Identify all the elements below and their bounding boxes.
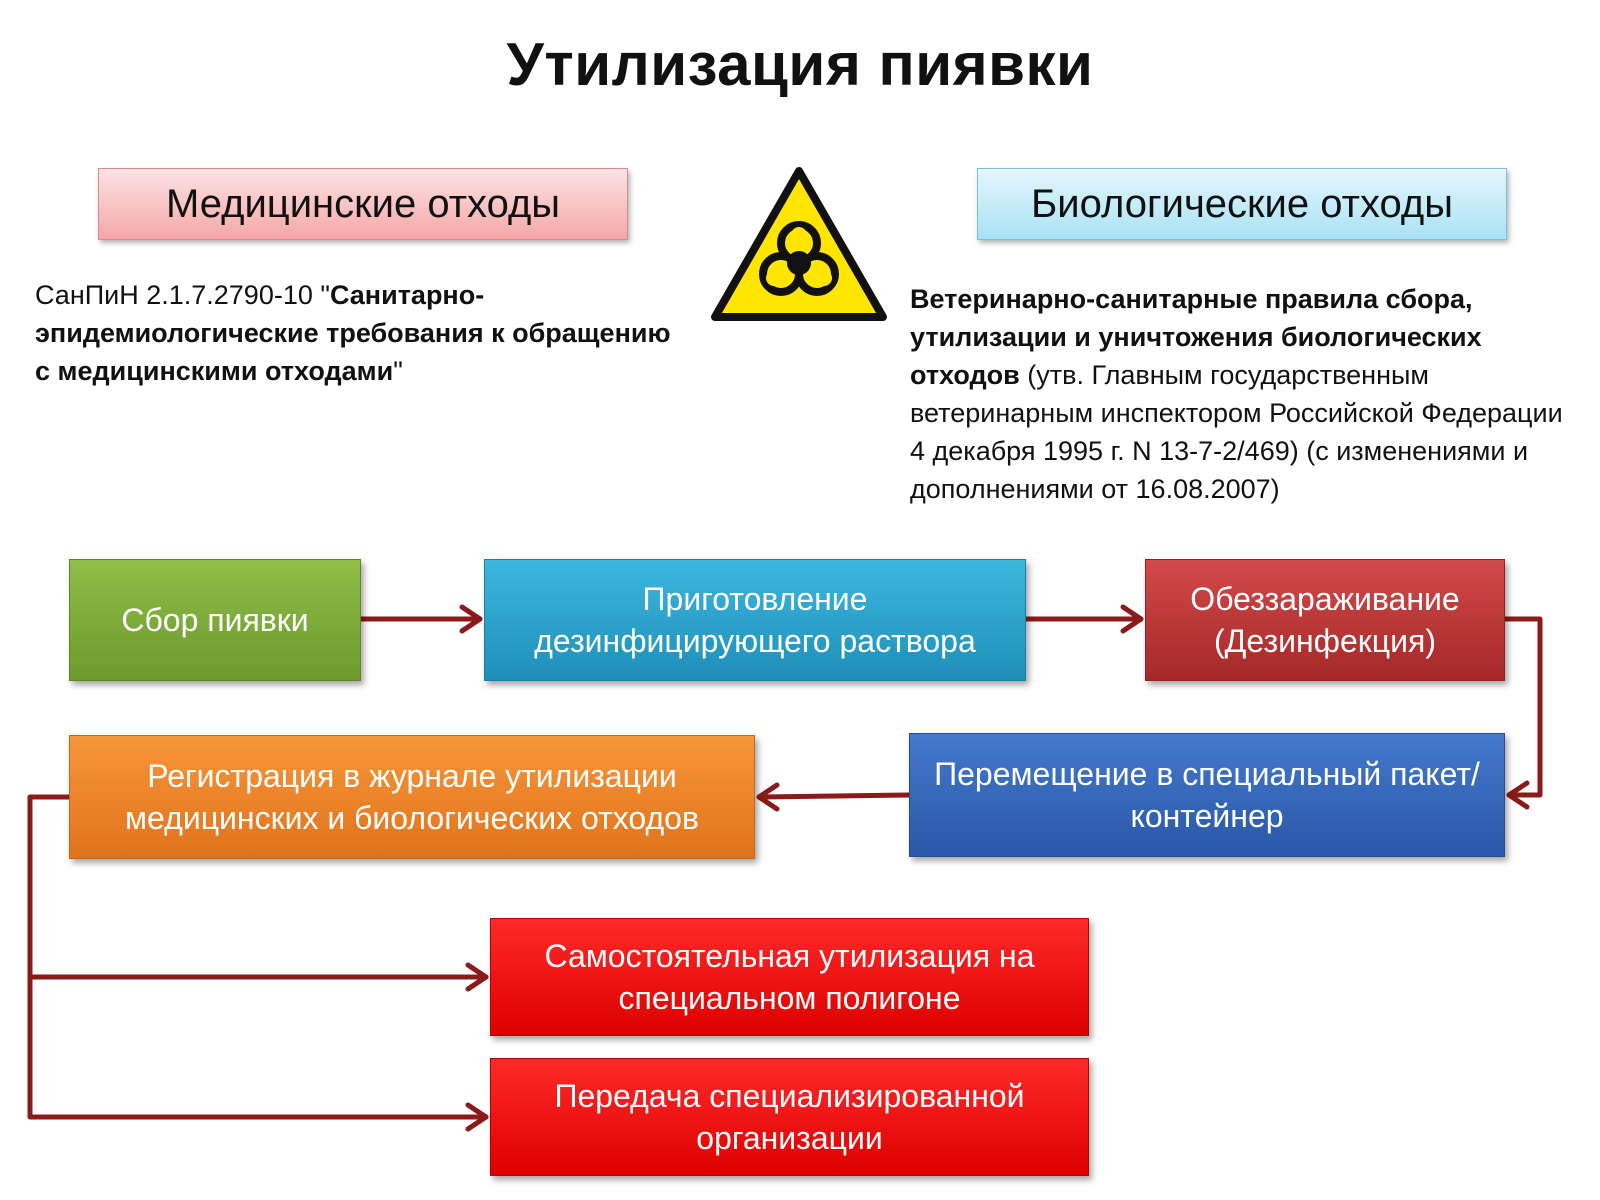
biohazard-icon bbox=[711, 167, 887, 321]
step-collect-leech: Сбор пиявки bbox=[69, 559, 361, 681]
arrow-disinfect-to-move bbox=[1502, 616, 1543, 798]
step-transfer-to-organization: Передача специализированной организации bbox=[490, 1058, 1089, 1176]
step-disinfection: Обеззараживание (Дезинфекция) bbox=[1145, 559, 1505, 681]
category-biological-waste: Биологические отходы bbox=[977, 168, 1507, 240]
medical-regulation-text: СанПиН 2.1.7.2790-10 "Санитарно-эпидемио… bbox=[35, 280, 671, 386]
arrow-register-to-transfer bbox=[27, 974, 489, 1120]
page-title: Утилизация пиявки bbox=[506, 31, 1094, 98]
step-prepare-solution: Приготовление дезинфицирующего раствора bbox=[484, 559, 1026, 681]
step-move-to-container: Перемещение в специальный пакет/контейне… bbox=[909, 733, 1505, 857]
step-register-in-journal: Регистрация в журнале утилизации медицин… bbox=[69, 735, 755, 859]
arrow-move-to-register bbox=[756, 792, 912, 800]
step-self-disposal: Самостоятельная утилизация на специально… bbox=[490, 918, 1089, 1036]
category-medical-waste: Медицинские отходы bbox=[98, 168, 628, 240]
biological-regulation-text: Ветеринарно-санитарные правила сбора, ут… bbox=[910, 284, 1563, 504]
